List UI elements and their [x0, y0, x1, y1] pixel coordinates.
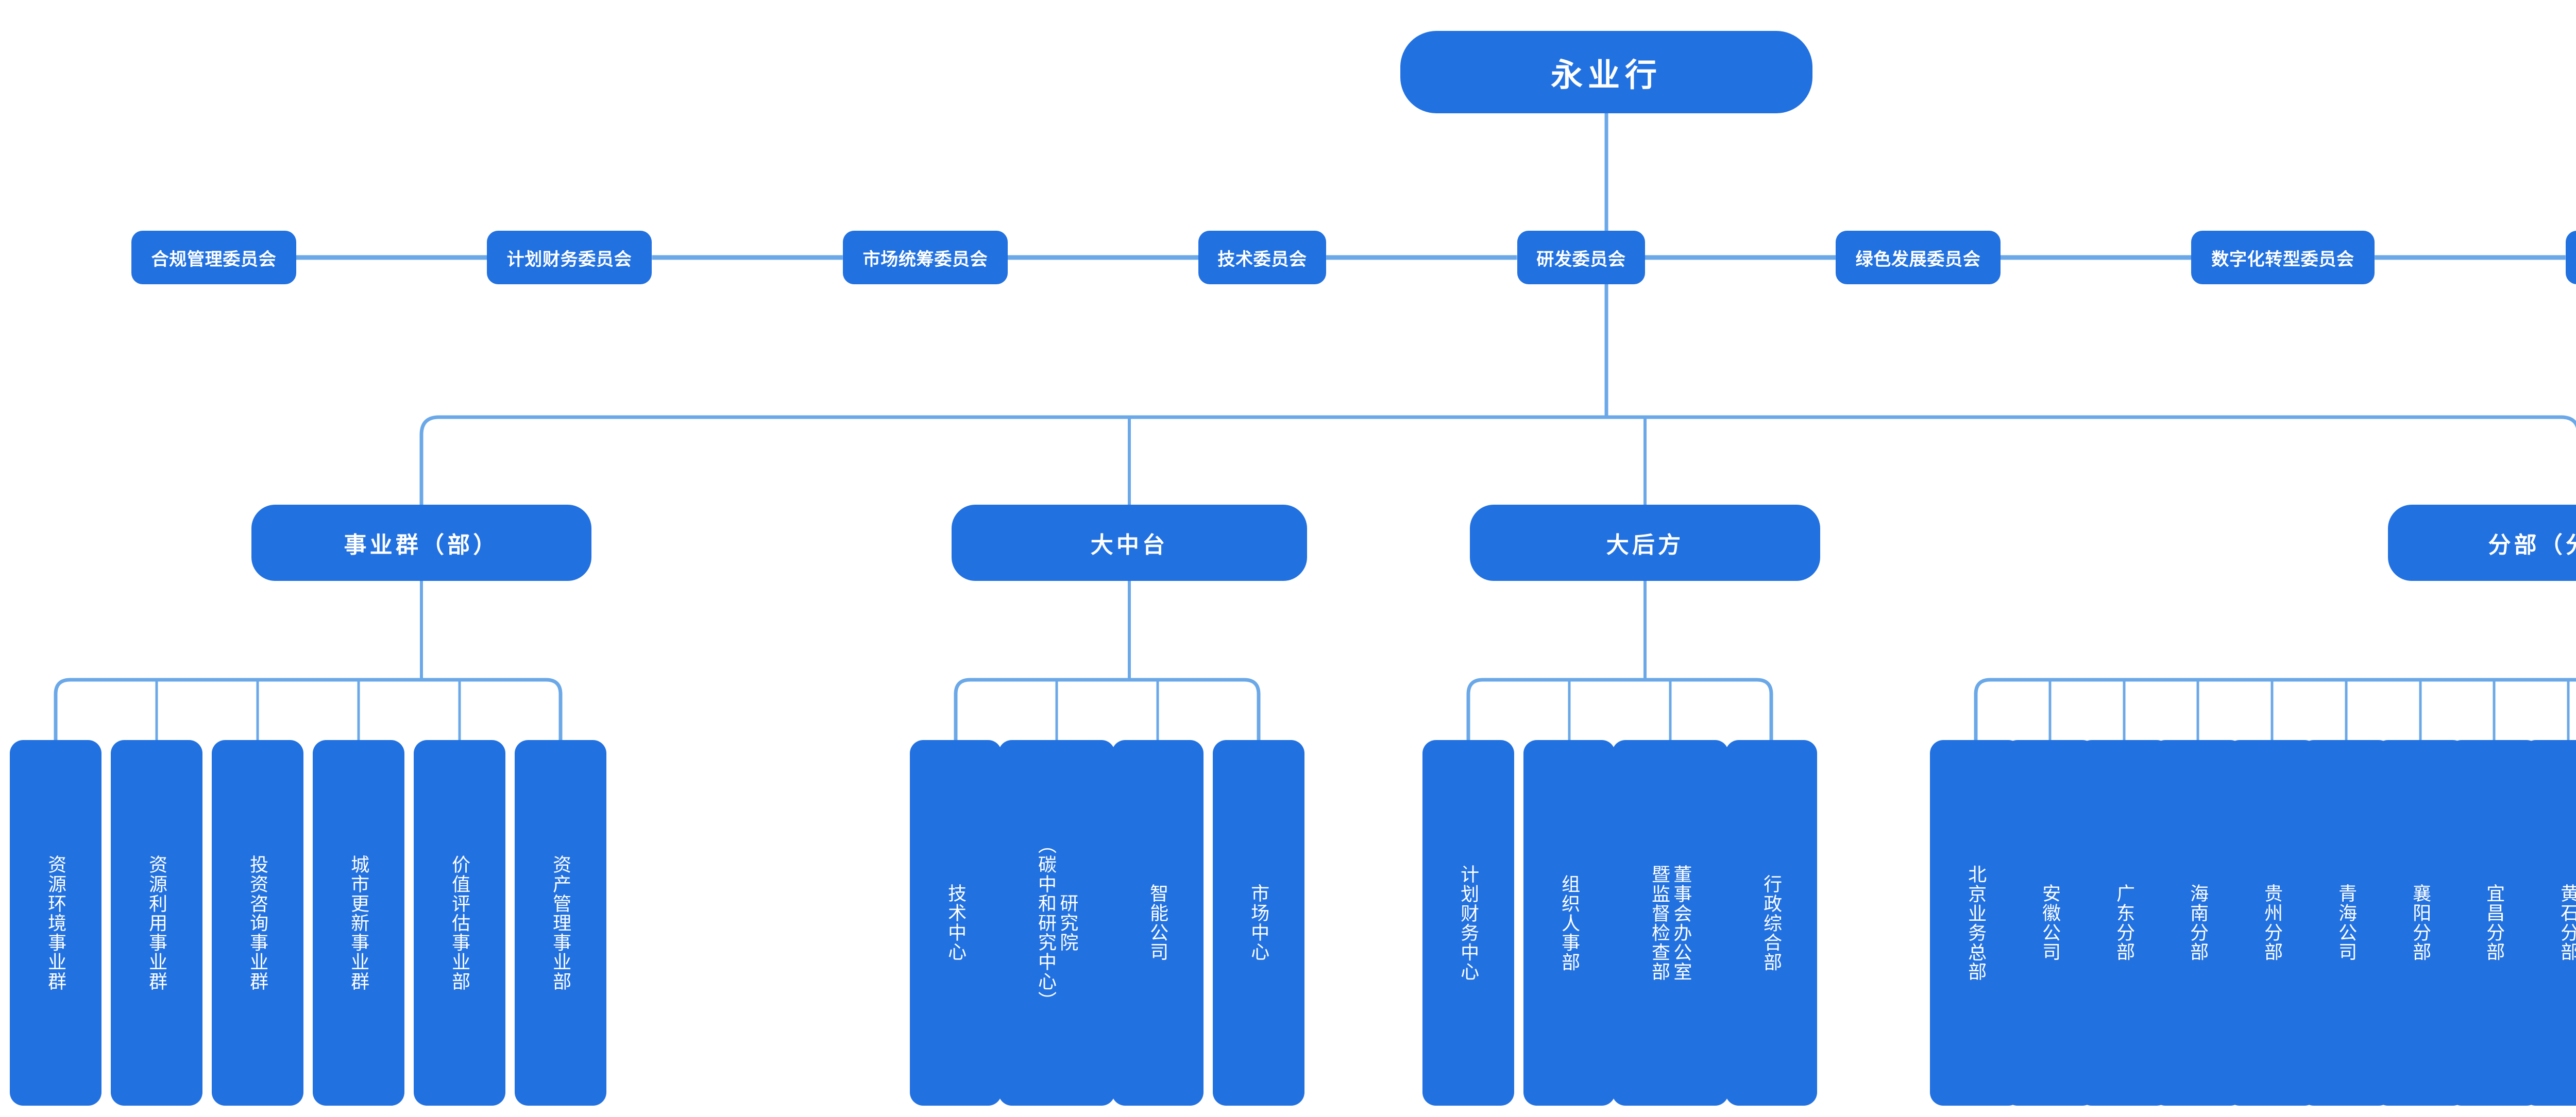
leaf-node-1-0[interactable]: 技术中心	[910, 740, 1002, 1106]
leaf-label: 广东分部	[2114, 884, 2136, 962]
committee-node-7[interactable]: 人事薪酬委员会	[2566, 231, 2576, 284]
leaf-text-wrap: 资源利用事业群	[113, 749, 200, 1096]
leaf-label: 安徽公司	[2040, 884, 2061, 962]
leaf-label: 暨监督检查部	[1649, 864, 1670, 982]
leaf-label: 海南分部	[2188, 884, 2209, 962]
committee-node-3[interactable]: 技术委员会	[1198, 231, 1326, 284]
leaf-text-wrap: 计划财务中心	[1425, 749, 1512, 1096]
leaf-label: 计划财务中心	[1458, 864, 1480, 982]
leaf-node-2-2[interactable]: 董事会办公室暨监督检查部	[1612, 740, 1728, 1106]
committee-node-1[interactable]: 计划财务委员会	[487, 231, 652, 284]
leaf-label: 宜昌分部	[2484, 884, 2505, 962]
leaf-node-2-1[interactable]: 组织人事部	[1523, 740, 1615, 1106]
committee-node-2[interactable]: 市场统筹委员会	[843, 231, 1008, 284]
leaf-label: 贵州分部	[2262, 884, 2283, 962]
leaf-text-wrap: 安徽公司	[2006, 749, 2094, 1096]
group-node-3[interactable]: 分部（分公司）	[2388, 505, 2576, 581]
leaf-node-1-3[interactable]: 市场中心	[1213, 740, 1304, 1106]
leaf-text-wrap: 黄石分部	[2524, 749, 2576, 1096]
group-node-1[interactable]: 大中台	[952, 505, 1307, 581]
leaf-text-wrap: 智能公司	[1114, 749, 1201, 1096]
leaf-label: 董事会办公室	[1671, 864, 1692, 982]
leaf-node-2-0[interactable]: 计划财务中心	[1422, 740, 1514, 1106]
leaf-label: 北京业务总部	[1965, 864, 1987, 982]
leaf-label: 黄石分部	[2558, 884, 2576, 962]
leaf-label: 资源利用事业群	[146, 854, 168, 991]
leaf-text-wrap: 技术中心	[912, 749, 999, 1096]
leaf-node-0-3[interactable]: 城市更新事业群	[313, 740, 404, 1106]
leaf-label: 价值评估事业部	[449, 854, 471, 991]
leaf-text-wrap: 广东分部	[2080, 749, 2168, 1096]
leaf-text-wrap: 青海公司	[2302, 749, 2390, 1096]
leaf-label: 市场中心	[1248, 884, 1270, 962]
leaf-text-wrap: 城市更新事业群	[315, 749, 402, 1096]
leaf-text-wrap: 董事会办公室暨监督检查部	[1614, 749, 1726, 1096]
leaf-label: 资源环境事业群	[45, 854, 67, 991]
leaf-text-wrap: 市场中心	[1215, 749, 1302, 1096]
group-node-0[interactable]: 事业群（部）	[251, 505, 591, 581]
committee-node-4[interactable]: 研发委员会	[1517, 231, 1645, 284]
leaf-label: 资产管理事业部	[550, 854, 572, 991]
leaf-node-0-0[interactable]: 资源环境事业群	[10, 740, 101, 1106]
leaf-label: （碳中和研究中心）	[1036, 835, 1057, 1011]
leaf-node-1-1[interactable]: 研究院（碳中和研究中心）	[998, 740, 1115, 1106]
leaf-text-wrap: 研究院（碳中和研究中心）	[1001, 749, 1113, 1096]
leaf-node-0-1[interactable]: 资源利用事业群	[111, 740, 202, 1106]
leaf-node-0-5[interactable]: 资产管理事业部	[515, 740, 606, 1106]
leaf-label: 智能公司	[1147, 884, 1169, 962]
leaf-label: 襄阳分部	[2410, 884, 2432, 962]
leaf-node-2-3[interactable]: 行政综合部	[1725, 740, 1817, 1106]
committee-node-0[interactable]: 合规管理委员会	[131, 231, 296, 284]
leaf-label: 投资咨询事业群	[247, 854, 269, 991]
group-node-2[interactable]: 大后方	[1470, 505, 1820, 581]
leaf-text-wrap: 贵州分部	[2228, 749, 2316, 1096]
leaf-text-wrap: 投资咨询事业群	[214, 749, 301, 1096]
leaf-node-1-2[interactable]: 智能公司	[1112, 740, 1204, 1106]
leaf-label: 技术中心	[945, 884, 967, 962]
leaf-label: 城市更新事业群	[348, 854, 370, 991]
leaf-text-wrap: 价值评估事业部	[416, 749, 503, 1096]
leaf-label: 青海公司	[2336, 884, 2358, 962]
committee-node-6[interactable]: 数字化转型委员会	[2191, 231, 2375, 284]
leaf-text-wrap: 资源环境事业群	[12, 749, 99, 1096]
committee-node-5[interactable]: 绿色发展委员会	[1836, 231, 2001, 284]
leaf-node-0-2[interactable]: 投资咨询事业群	[212, 740, 303, 1106]
leaf-text-wrap: 行政综合部	[1727, 749, 1815, 1096]
leaf-text-wrap: 组织人事部	[1526, 749, 1613, 1096]
leaf-label: 行政综合部	[1761, 874, 1783, 972]
leaf-text-wrap: 宜昌分部	[2450, 749, 2538, 1096]
leaf-text-wrap: 资产管理事业部	[517, 749, 604, 1096]
leaf-node-3-8[interactable]: 黄石分部	[2522, 740, 2576, 1106]
leaf-label: 研究院	[1057, 893, 1079, 952]
leaf-text-wrap: 海南分部	[2154, 749, 2242, 1096]
leaf-text-wrap: 襄阳分部	[2377, 749, 2464, 1096]
leaf-text-wrap: 北京业务总部	[1932, 749, 2020, 1096]
leaf-node-0-4[interactable]: 价值评估事业部	[414, 740, 505, 1106]
root-node[interactable]: 永业行	[1400, 31, 1812, 113]
leaf-label: 组织人事部	[1559, 874, 1581, 972]
